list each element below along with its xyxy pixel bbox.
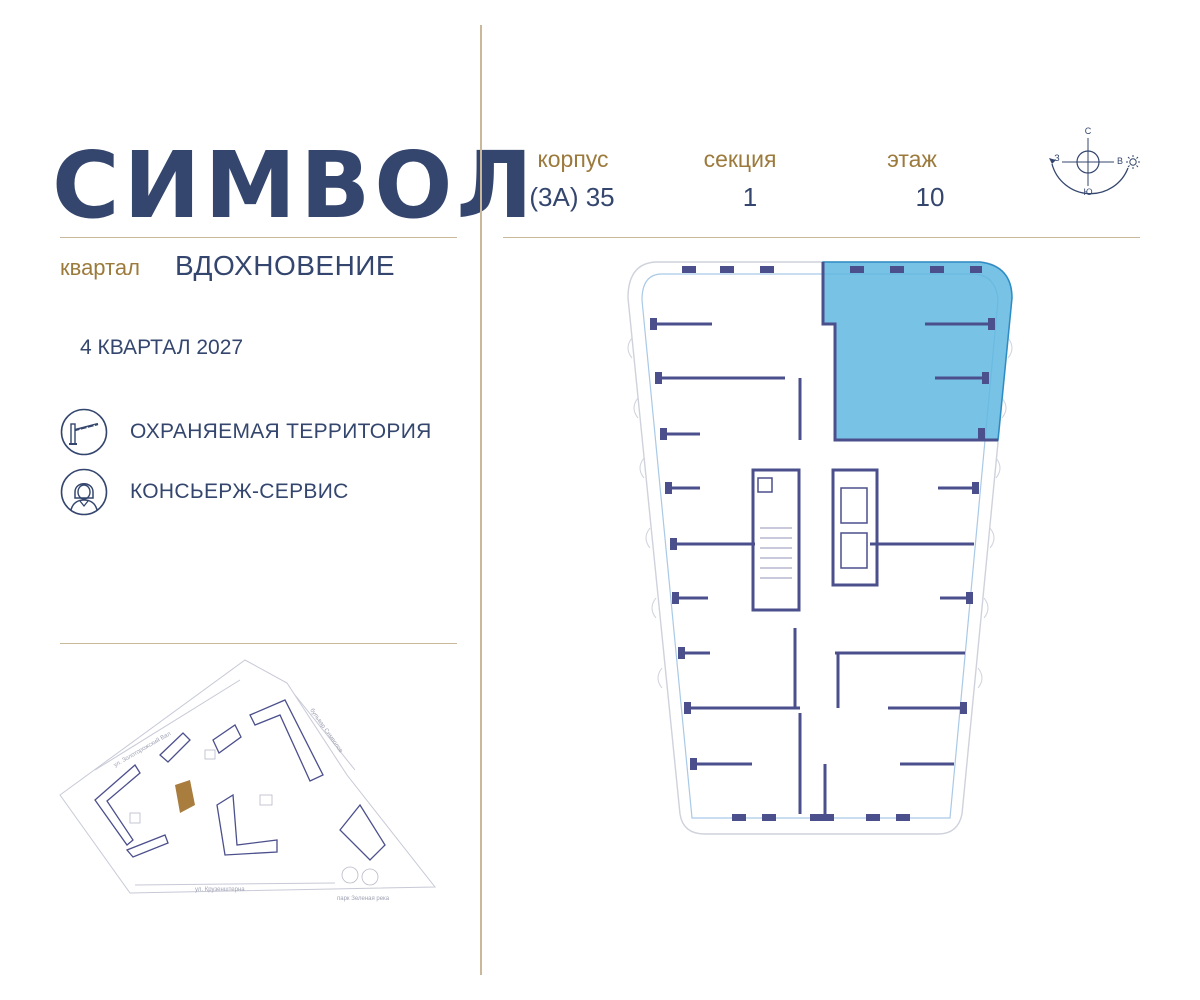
feature-label: ОХРАНЯЕМАЯ ТЕРРИТОРИЯ bbox=[130, 420, 432, 443]
brand-logo: СИМВОЛ bbox=[52, 132, 537, 239]
feature-label: КОНСЬЕРЖ-СЕРВИС bbox=[130, 480, 349, 503]
divider-logo bbox=[60, 237, 457, 238]
building-value: (3А) 35 bbox=[529, 182, 615, 212]
divider-vertical bbox=[480, 25, 482, 975]
divider-header bbox=[503, 237, 1140, 238]
compass-east: В bbox=[1117, 156, 1123, 166]
sun-icon bbox=[1126, 155, 1140, 169]
park-label: парк Зеленая река bbox=[337, 896, 390, 902]
feature-security: ОХРАНЯЕМАЯ ТЕРРИТОРИЯ bbox=[60, 406, 460, 458]
compass-north: С bbox=[1085, 126, 1092, 136]
completion-date: 4 КВАРТАЛ 2027 bbox=[80, 336, 244, 359]
district-prefix: квартал bbox=[60, 255, 140, 280]
feature-concierge: КОНСЬЕРЖ-СЕРВИС bbox=[60, 466, 460, 518]
compass-south: Ю bbox=[1083, 187, 1092, 197]
street-top-label: ул. Золоторожский Вал bbox=[113, 730, 173, 769]
barrier-gate-icon bbox=[60, 408, 108, 456]
street-bottom-label: ул. Крузенштерна bbox=[195, 887, 245, 893]
floor-label: этаж bbox=[887, 146, 937, 172]
section-label: секция bbox=[703, 146, 777, 172]
compass-west: З bbox=[1054, 153, 1059, 163]
divider-left-bottom bbox=[60, 643, 457, 644]
floor-plan bbox=[627, 261, 1013, 835]
selected-apartment[interactable] bbox=[822, 261, 1013, 441]
floor-value: 10 bbox=[915, 182, 945, 212]
compass-rose-icon: С Ю З В bbox=[1049, 126, 1140, 197]
site-plan-map: ул. Золоторожский Вал бульвар Символов у… bbox=[59, 659, 437, 902]
building-label: корпус bbox=[537, 146, 609, 172]
district-name: ВДОХНОВЕНИЕ bbox=[175, 250, 396, 281]
street-right-label: бульвар Символов bbox=[308, 708, 343, 754]
concierge-icon bbox=[60, 468, 108, 516]
section-value: 1 bbox=[742, 182, 758, 212]
